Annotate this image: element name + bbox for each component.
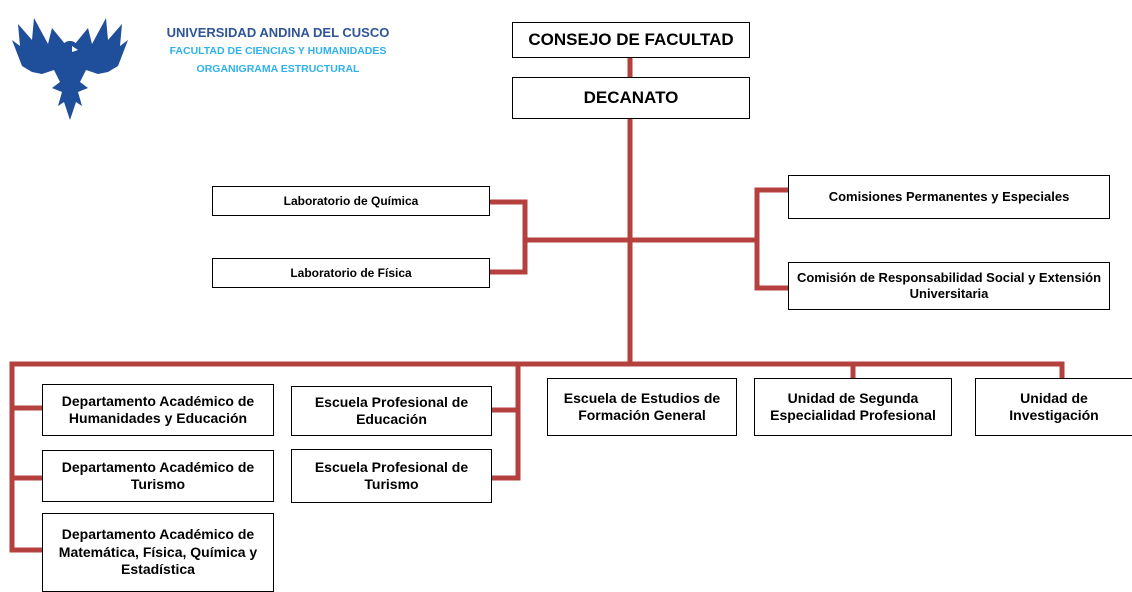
document-title: ORGANIGRAMA ESTRUCTURAL <box>196 63 360 75</box>
decanato-box: DECANATO <box>512 77 750 119</box>
unidad-investigacion-box: Unidad de Investigación <box>975 378 1132 436</box>
consejo-de-facultad-box: CONSEJO DE FACULTAD <box>512 22 750 58</box>
escuela-educacion-box: Escuela Profesional de Educación <box>291 386 492 436</box>
depto-matematica-box: Departamento Académico de Matemática, Fí… <box>42 513 274 592</box>
comisiones-permanentes-box: Comisiones Permanentes y Especiales <box>788 175 1110 219</box>
university-name: UNIVERSIDAD ANDINA DEL CUSCO <box>166 25 390 40</box>
unidad-segunda-especialidad-box: Unidad de Segunda Especialidad Profesion… <box>754 378 952 436</box>
comision-responsabilidad-social-box: Comisión de Responsabilidad Social y Ext… <box>788 262 1110 310</box>
faculty-name: FACULTAD DE CIENCIAS Y HUMANIDADES <box>169 45 387 57</box>
header: UNIVERSIDAD ANDINA DEL CUSCO FACULTAD DE… <box>0 0 520 130</box>
escuela-turismo-box: Escuela Profesional de Turismo <box>291 449 492 503</box>
depto-humanidades-box: Departamento Académico de Humanidades y … <box>42 384 274 436</box>
escuela-estudios-box: Escuela de Estudios de Formación General <box>547 378 737 436</box>
depto-turismo-box: Departamento Académico de Turismo <box>42 450 274 502</box>
laboratorio-quimica-box: Laboratorio de Química <box>212 186 490 216</box>
eagle-logo-icon <box>12 18 128 120</box>
laboratorio-fisica-box: Laboratorio de Física <box>212 258 490 288</box>
